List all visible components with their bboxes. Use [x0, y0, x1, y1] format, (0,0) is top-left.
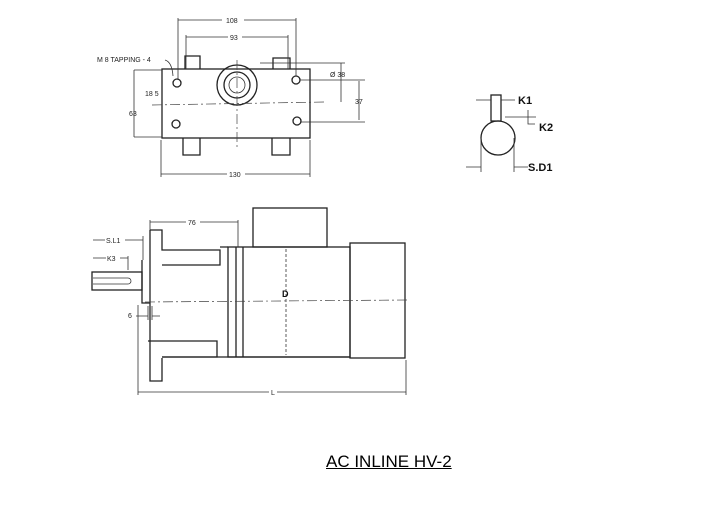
k2-label: K2 [539, 122, 553, 134]
tapping-hole [292, 116, 302, 126]
sl1-label: S.L1 [106, 238, 121, 245]
k1-label: K1 [518, 95, 532, 107]
dim-76: 76 [188, 220, 196, 227]
dim-diameter-38: Ø 38 [330, 72, 345, 79]
terminal-box [252, 207, 328, 248]
dim-6: 6 [128, 313, 132, 320]
dim-93: 93 [230, 35, 238, 42]
keyway [93, 277, 132, 285]
motor-body [227, 246, 351, 358]
tapping-hole [291, 75, 301, 85]
flange [149, 229, 221, 382]
front-view: 108 93 130 63 18 5 37 Ø 38 M 8 TAPPING -… [97, 16, 365, 179]
l-label: L [271, 390, 275, 397]
d-label: D [282, 289, 289, 299]
key [490, 94, 502, 122]
top-tabs [184, 55, 291, 69]
sd1-label: S.D1 [528, 162, 552, 174]
end-cap [349, 242, 406, 359]
dim-18-5: 18 5 [145, 91, 159, 98]
tapping-hole [171, 119, 181, 129]
side-view: 76 S.L1 K3 D 6 L [91, 207, 409, 397]
dim-108: 108 [226, 18, 238, 25]
tapping-hole [172, 78, 182, 88]
mounting-plate [161, 68, 311, 139]
dim-37: 37 [355, 99, 363, 106]
k3-label: K3 [107, 256, 116, 263]
dim-63: 63 [129, 111, 137, 118]
tapping-label: M 8 TAPPING - 4 [97, 57, 151, 64]
shaft-circle [480, 120, 516, 156]
drawing-title: AC INLINE HV-2 [326, 452, 452, 471]
shaft [91, 271, 143, 291]
bottom-tabs [182, 138, 291, 156]
shaft-section: K1 K2 S.D1 [466, 94, 553, 174]
dim-130: 130 [229, 172, 241, 179]
